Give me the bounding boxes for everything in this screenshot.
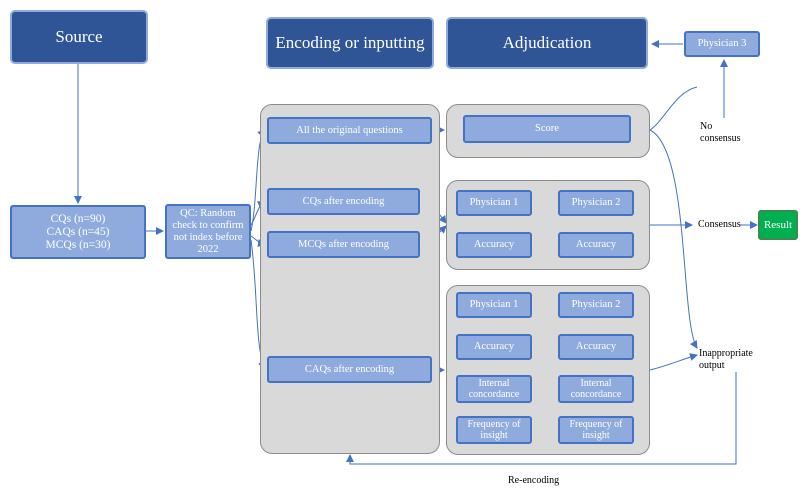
concordance-2-line-1: Internal xyxy=(580,378,612,389)
panel3-concordance-2: Internal concordance xyxy=(558,375,634,403)
qc-check-box: QC: Random check to confirm not index be… xyxy=(165,204,251,259)
arrow-score-to-inappropriate xyxy=(649,129,698,349)
re-encoding-label: Re-encoding xyxy=(508,475,560,486)
panel2-accuracy-2: Accuracy xyxy=(558,232,634,258)
count-caqs: CAQs (n=45) xyxy=(46,225,110,238)
insight-2-line-1: Frequency of xyxy=(569,419,623,430)
arrow-re-encoding xyxy=(346,372,737,465)
arrow-panel3-to-inappropriate xyxy=(649,353,698,371)
arrow-score-to-no-consensus xyxy=(649,86,698,131)
qc-line-2: check to confirm xyxy=(172,219,244,231)
source-header: Source xyxy=(10,10,148,64)
original-questions-box: All the original questions xyxy=(267,117,432,144)
no-consensus-line-1: No xyxy=(700,121,713,132)
panel3-accuracy-1: Accuracy xyxy=(456,334,532,360)
panel3-insight-2: Frequency of insight xyxy=(558,416,634,444)
qc-line-3: not index before xyxy=(173,231,243,243)
qc-line-1: QC: Random xyxy=(180,207,236,219)
count-cqs: CQs (n=90) xyxy=(50,212,106,225)
consensus-label: Consensus xyxy=(698,219,741,230)
inappropriate-output-label: Inappropriate output xyxy=(699,348,753,372)
count-mcqs: MCQs (n=30) xyxy=(45,238,111,251)
concordance-2-line-2: concordance xyxy=(570,389,622,400)
encoding-header: Encoding or inputting xyxy=(266,17,434,69)
panel2-physician-2: Physician 2 xyxy=(558,190,634,216)
encoding-panel xyxy=(260,104,440,454)
panel3-accuracy-2: Accuracy xyxy=(558,334,634,360)
insight-1-line-2: insight xyxy=(480,430,508,441)
no-consensus-label: No consensus xyxy=(700,121,741,145)
source-question-counts: CQs (n=90) CAQs (n=45) MCQs (n=30) xyxy=(10,205,146,259)
mcqs-encoded-box: MCQs after encoding xyxy=(267,231,420,258)
insight-2-line-2: insight xyxy=(582,430,610,441)
result-box: Result xyxy=(758,210,798,240)
cqs-encoded-box: CQs after encoding xyxy=(267,188,420,215)
concordance-1-line-2: concordance xyxy=(468,389,520,400)
panel2-physician-1: Physician 1 xyxy=(456,190,532,216)
adjudication-header: Adjudication xyxy=(446,17,648,69)
panel2-accuracy-1: Accuracy xyxy=(456,232,532,258)
insight-1-line-1: Frequency of xyxy=(467,419,521,430)
score-box: Score xyxy=(463,115,631,143)
concordance-1-line-1: Internal xyxy=(478,378,510,389)
inappropriate-line-1: Inappropriate xyxy=(699,348,753,359)
panel3-physician-2: Physician 2 xyxy=(558,292,634,318)
qc-line-4: 2022 xyxy=(197,243,219,255)
physician-3-box: Physician 3 xyxy=(684,31,760,57)
inappropriate-line-2: output xyxy=(699,360,725,371)
no-consensus-line-2: consensus xyxy=(700,133,741,144)
panel3-physician-1: Physician 1 xyxy=(456,292,532,318)
caqs-encoded-box: CAQs after encoding xyxy=(267,356,432,383)
panel3-concordance-1: Internal concordance xyxy=(456,375,532,403)
panel3-insight-1: Frequency of insight xyxy=(456,416,532,444)
